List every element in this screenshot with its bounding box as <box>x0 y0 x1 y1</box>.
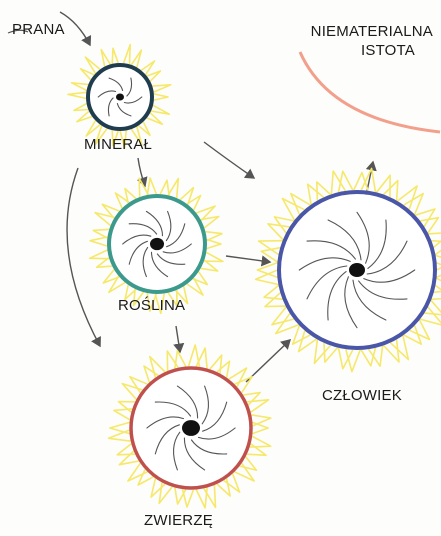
energy-ray <box>160 180 169 195</box>
energy-ray <box>90 237 107 246</box>
body-core <box>150 238 164 250</box>
label-mineral: MINERAŁ <box>84 136 152 154</box>
energy-ray <box>206 232 223 241</box>
label-immaterial-line2: ISTOTA <box>361 42 415 60</box>
human-energy-body <box>256 169 441 372</box>
energy-ray <box>361 348 375 366</box>
label-immaterial-line1: NIEMATERIALNA <box>311 23 433 41</box>
energy-ray <box>339 171 353 192</box>
energy-ray <box>74 104 89 111</box>
plant-energy-body <box>90 178 223 313</box>
energy-ray <box>72 83 89 91</box>
energy-ray <box>90 250 110 259</box>
energy-ray <box>251 415 270 426</box>
body-core <box>182 420 200 436</box>
energy-ray <box>204 252 223 261</box>
energy-ray <box>253 422 269 433</box>
energy-ray <box>112 48 118 64</box>
immaterial-being-arc <box>300 52 440 132</box>
energy-ray <box>151 105 169 114</box>
energy-ray <box>131 50 141 67</box>
arrow-mineral-to-animal <box>67 168 100 346</box>
arrow-animal-to-human <box>246 340 290 382</box>
energy-ray <box>154 94 168 100</box>
energy-ray <box>109 430 131 441</box>
label-human: CZŁOWIEK <box>322 387 402 405</box>
energy-ray <box>207 240 221 249</box>
energy-ray <box>147 178 156 195</box>
animal-energy-body <box>109 345 271 508</box>
energy-ray <box>152 85 171 92</box>
arrow-plant-to-animal <box>176 326 180 352</box>
energy-ray <box>256 270 279 284</box>
arrow-plant-to-human <box>226 256 270 262</box>
body-core <box>349 263 365 277</box>
energy-ray <box>85 57 100 73</box>
energy-ray <box>124 45 131 65</box>
energy-ray <box>361 169 375 193</box>
mineral-energy-body <box>68 45 171 148</box>
label-plant: ROŚLINA <box>118 297 185 315</box>
body-core <box>116 93 124 100</box>
label-prana: PRANA <box>12 21 65 39</box>
arrow-mineral-to-human <box>204 142 254 178</box>
energy-ray <box>101 50 110 67</box>
label-animal: ZWIERZĘ <box>144 512 213 530</box>
energy-ray <box>68 92 86 98</box>
